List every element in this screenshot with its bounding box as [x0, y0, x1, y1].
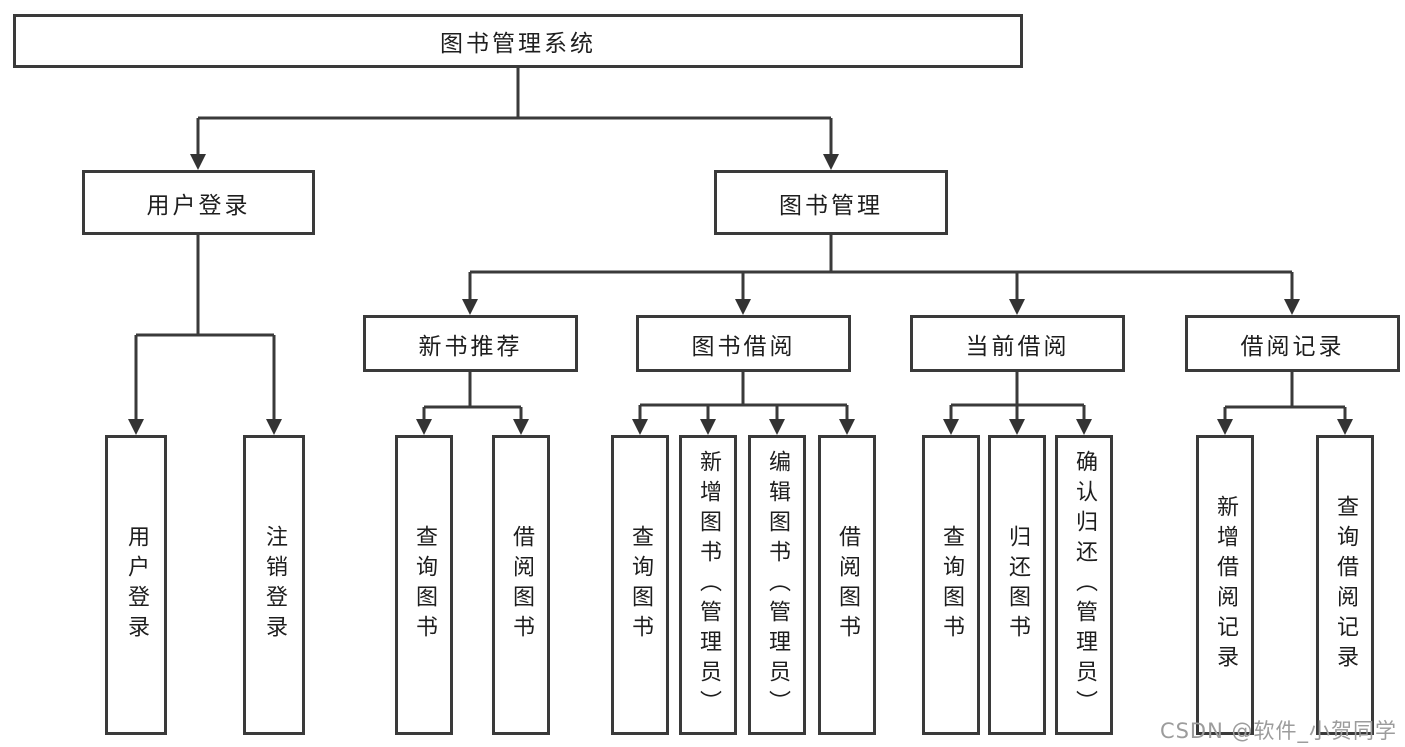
node-label: 借阅图书: [835, 525, 860, 645]
leaf-search-books-borrow: 查询图书: [611, 435, 669, 735]
node-library-management-system: 图书管理系统: [13, 14, 1023, 68]
arrowhead-icon: [735, 299, 751, 315]
arrowhead-icon: [416, 419, 432, 435]
node-user-login: 用户登录: [82, 170, 315, 235]
node-borrowing-records: 借阅记录: [1185, 315, 1400, 372]
leaf-search-books-current: 查询图书: [922, 435, 980, 735]
arrowhead-icon: [769, 419, 785, 435]
leaf-search-books-new: 查询图书: [395, 435, 453, 735]
leaf-add-books-admin: 新增图书（管理员）: [679, 435, 737, 735]
node-label: 查询图书: [412, 525, 437, 645]
arrowhead-icon: [1009, 419, 1025, 435]
node-label: 查询图书: [628, 525, 653, 645]
node-new-book-recommendation: 新书推荐: [363, 315, 578, 372]
node-label: 查询图书: [939, 525, 964, 645]
connector-group-user-login: [128, 235, 282, 435]
node-label: 归还图书: [1005, 525, 1030, 645]
connector-group-borrow-records: [1217, 372, 1353, 435]
leaf-confirm-return-admin: 确认归还（管理员）: [1055, 435, 1113, 735]
leaf-search-borrow-record: 查询借阅记录: [1316, 435, 1374, 735]
node-current-borrowing: 当前借阅: [910, 315, 1125, 372]
csdn-watermark: CSDN @软件_小贺同学: [1159, 719, 1397, 743]
leaf-add-borrow-record: 新增借阅记录: [1196, 435, 1254, 735]
arrowhead-icon: [823, 154, 839, 170]
leaf-return-books: 归还图书: [988, 435, 1046, 735]
connector-group-book-borrow: [632, 372, 855, 435]
node-label: 借阅图书: [509, 525, 534, 645]
arrowhead-icon: [462, 299, 478, 315]
node-label: 新增借阅记录: [1213, 495, 1238, 675]
leaf-logout: 注销登录: [243, 435, 305, 735]
node-label: 查询借阅记录: [1333, 495, 1358, 675]
arrowhead-icon: [1217, 419, 1233, 435]
leaf-user-login: 用户登录: [105, 435, 167, 735]
node-label: 新增图书（管理员）: [696, 450, 721, 720]
arrowhead-icon: [128, 419, 144, 435]
arrowhead-icon: [1337, 419, 1353, 435]
arrowhead-icon: [943, 419, 959, 435]
node-label: 图书借阅: [691, 333, 796, 360]
node-label: 图书管理系统: [440, 31, 596, 57]
arrowhead-icon: [190, 154, 206, 170]
node-label: 注销登录: [262, 525, 287, 645]
node-label: 用户登录: [146, 192, 251, 219]
node-label: 用户登录: [124, 525, 149, 645]
arrowhead-icon: [632, 419, 648, 435]
node-label: 当前借阅: [965, 333, 1070, 360]
node-label: 图书管理: [779, 192, 883, 219]
arrowhead-icon: [1076, 419, 1092, 435]
node-book-management: 图书管理: [714, 170, 948, 235]
arrowhead-icon: [839, 419, 855, 435]
node-book-borrowing: 图书借阅: [636, 315, 851, 372]
connector-group-book-management: [462, 235, 1300, 315]
arrowhead-icon: [1284, 299, 1300, 315]
arrowhead-icon: [1009, 299, 1025, 315]
arrowhead-icon: [700, 419, 716, 435]
leaf-borrow-books: 借阅图书: [818, 435, 876, 735]
arrowhead-icon: [266, 419, 282, 435]
connector-group-current-borrow: [943, 372, 1092, 435]
leaf-borrow-books-new: 借阅图书: [492, 435, 550, 735]
connector-group-new-book: [416, 372, 529, 435]
node-label: 编辑图书（管理员）: [765, 450, 790, 720]
leaf-edit-books-admin: 编辑图书（管理员）: [748, 435, 806, 735]
connector-group-root: [190, 68, 839, 170]
node-label: 借阅记录: [1240, 333, 1345, 360]
node-label: 新书推荐: [418, 333, 523, 360]
node-label: 确认归还（管理员）: [1072, 450, 1097, 720]
arrowhead-icon: [513, 419, 529, 435]
